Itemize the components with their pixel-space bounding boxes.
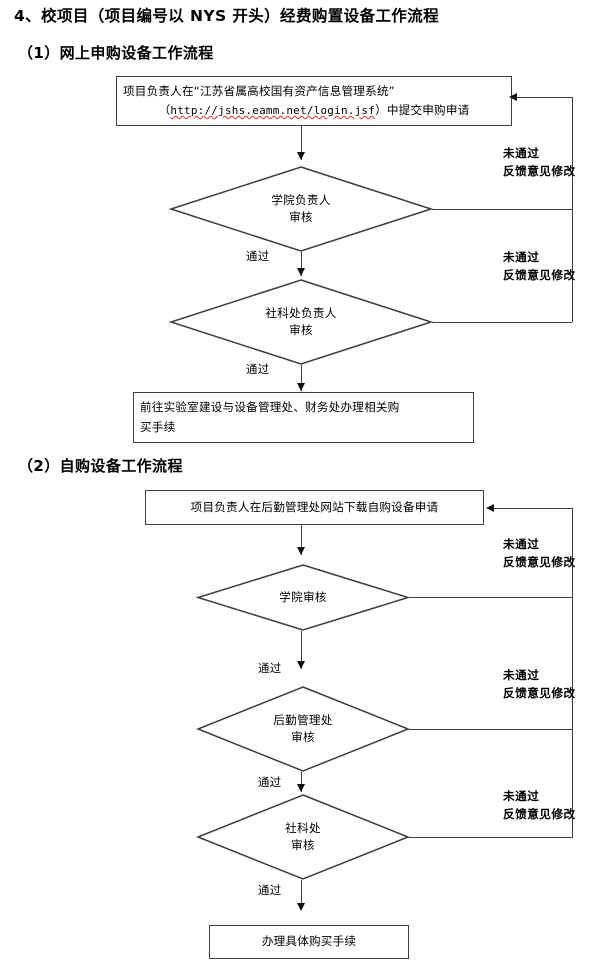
diamond-shape-icon (168, 279, 434, 365)
node-line-1: 办理具体购买手续 (261, 934, 357, 949)
reject-branch-s2-decision-3 (409, 837, 572, 838)
node-download-self-purchase-form: 项目负责人在后勤管理处网站下载自购设备申请 (145, 490, 484, 525)
node-complete-purchase-procedures: 办理具体购买手续 (209, 925, 409, 959)
decision-logistics-office-review: 后勤管理处 审核 (195, 686, 411, 772)
edge-label-pass-1: 通过 (246, 249, 270, 263)
connector-s2-decision-1-to-decision-2 (301, 631, 302, 669)
connector-start-to-decision-1 (301, 126, 302, 160)
decision-college-leader-review: 学院负责人 审核 (168, 166, 434, 252)
reject-line-2: 反馈意见修改 (503, 806, 576, 821)
reject-line-2: 反馈意见修改 (503, 685, 576, 700)
reject-line-2: 反馈意见修改 (503, 554, 576, 569)
edge-label-pass-2: 通过 (246, 362, 270, 376)
diamond-shape-icon (195, 686, 411, 772)
connector-s2-decision-2-to-decision-3 (301, 772, 302, 792)
node-line-1: 前往实验室建设与设备管理处、财务处办理相关购 (140, 400, 400, 415)
arrow-start-to-decision-1 (296, 152, 305, 160)
decision-label: 学院审核 (279, 589, 327, 606)
decision-line-1: 社科处 (285, 820, 321, 835)
reject-label-s2-decision-1: 未通过 反馈意见修改 (503, 536, 576, 572)
reject-branch-s2-decision-2 (409, 729, 572, 730)
connector-decision-2-to-end (301, 365, 302, 391)
decision-social-science-review: 社科处 审核 (195, 794, 411, 880)
system-url[interactable]: http://jshs.eamm.net/login.jsf (170, 103, 376, 117)
paren-close-text: ）中提交申购申请 (375, 102, 470, 117)
decision-line-2: 审核 (289, 210, 313, 224)
reject-label-decision-2: 未通过 反馈意见修改 (503, 249, 576, 285)
reject-line-1: 未通过 (503, 537, 540, 551)
reject-line-1: 未通过 (503, 146, 540, 160)
reject-loop-trunk-section-2 (572, 508, 573, 838)
connector-s2-decision-3-to-end (301, 880, 302, 910)
decision-social-science-office-review: 社科处负责人 审核 (168, 279, 434, 365)
node-go-to-lab-and-finance-office: 前往实验室建设与设备管理处、财务处办理相关购 买手续 (133, 392, 474, 443)
reject-label-s2-decision-3: 未通过 反馈意见修改 (503, 788, 576, 824)
section-1-subheading: （1）网上申购设备工作流程 (18, 44, 214, 62)
diamond-shape-icon (195, 794, 411, 880)
reject-branch-decision-1 (432, 209, 572, 210)
reject-branch-decision-2 (432, 322, 572, 323)
edge-label-pass-2: 通过 (258, 775, 282, 789)
reject-branch-s2-decision-1 (409, 597, 572, 598)
reject-label-decision-1: 未通过 反馈意见修改 (503, 145, 576, 181)
reject-line-2: 反馈意见修改 (503, 267, 576, 282)
decision-line-2: 审核 (291, 730, 315, 744)
node-line-1: 项目负责人在“江苏省属高校国有资产信息管理系统” (123, 83, 395, 98)
reject-loop-return-section-2 (494, 508, 572, 509)
node-line-2: （http://jshs.eamm.net/login.jsf）中提交申购申请 (123, 101, 505, 120)
decision-line-1: 社科处负责人 (265, 305, 337, 320)
decision-label: 社科处负责人 审核 (265, 305, 336, 340)
decision-line-2: 审核 (291, 838, 315, 852)
decision-label: 学院负责人 审核 (271, 192, 330, 227)
reject-loop-trunk-section-1 (572, 97, 573, 322)
arrow-s2-start-to-decision-1 (296, 547, 305, 555)
decision-line-2: 审核 (289, 323, 313, 337)
reject-line-1: 未通过 (503, 250, 540, 264)
reject-loop-return-section-1 (517, 97, 572, 98)
node-online-submit-application: 项目负责人在“江苏省属高校国有资产信息管理系统” （http://jshs.ea… (116, 76, 512, 126)
arrow-decision-1-to-decision-2 (296, 268, 305, 276)
decision-college-review: 学院审核 (195, 564, 411, 631)
page-title: 4、校项目（项目编号以 NYS 开头）经费购置设备工作流程 (14, 7, 440, 25)
arrow-decision-2-to-end (296, 383, 305, 391)
edge-label-pass-3: 通过 (258, 883, 282, 897)
decision-line-1: 学院负责人 (271, 192, 331, 207)
node-line-1: 项目负责人在后勤管理处网站下载自购设备申请 (190, 499, 439, 514)
reject-line-1: 未通过 (503, 789, 540, 803)
connector-decision-1-to-decision-2 (301, 252, 302, 276)
arrow-reject-return-section-2 (486, 503, 494, 512)
reject-line-1: 未通过 (503, 668, 540, 682)
reject-line-2: 反馈意见修改 (503, 163, 576, 178)
arrow-s2-decision-3-to-end (296, 903, 305, 911)
edge-label-pass-1: 通过 (258, 661, 282, 675)
arrow-reject-return-section-1 (509, 92, 517, 101)
decision-line-1: 后勤管理处 (273, 712, 333, 727)
connector-s2-start-to-decision-1 (301, 525, 302, 555)
arrow-s2-decision-1-to-decision-2 (296, 661, 305, 669)
diamond-shape-icon (168, 166, 434, 252)
diamond-shape-icon (195, 564, 411, 631)
arrow-s2-decision-2-to-decision-3 (296, 784, 305, 792)
reject-label-s2-decision-2: 未通过 反馈意见修改 (503, 667, 576, 703)
node-line-2: 买手续 (140, 419, 176, 434)
decision-label: 社科处 审核 (285, 820, 321, 855)
decision-label: 后勤管理处 审核 (273, 712, 332, 747)
decision-line-1: 学院审核 (279, 589, 327, 604)
paren-open: （ (158, 102, 171, 117)
section-2-subheading: （2）自购设备工作流程 (18, 457, 183, 475)
